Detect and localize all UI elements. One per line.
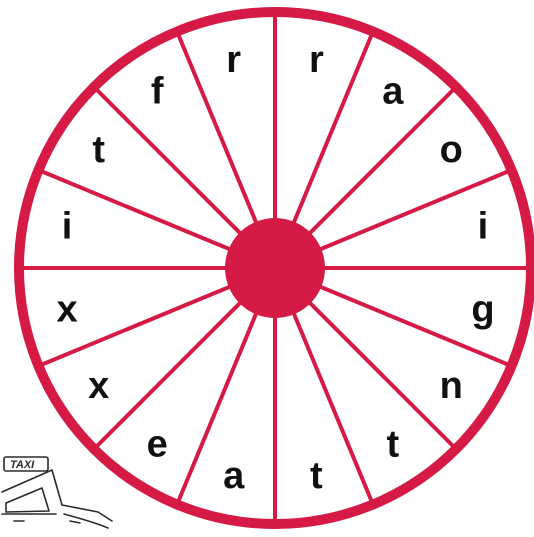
wheel-letter[interactable]: f	[151, 71, 164, 113]
wheel-spoke	[286, 296, 372, 505]
wheel-spoke	[177, 296, 263, 505]
wheel-letter[interactable]: r	[226, 39, 241, 81]
wheel-letter[interactable]: r	[309, 39, 324, 81]
wheel-spoke	[177, 31, 263, 240]
wheel-letter[interactable]: e	[147, 423, 168, 465]
wheel-letter[interactable]: n	[440, 365, 463, 407]
wheel-letter[interactable]: g	[471, 288, 494, 330]
wheel-letter[interactable]: t	[386, 423, 399, 465]
wheel-letter[interactable]: t	[92, 129, 105, 171]
wheel-spoke	[296, 289, 456, 449]
wheel-spoke	[94, 87, 254, 247]
taxi-icon: TAXI	[0, 457, 112, 537]
wheel-letter[interactable]: x	[88, 365, 109, 407]
wheel-letter[interactable]: i	[478, 206, 489, 248]
wheel-letter[interactable]: x	[57, 288, 78, 330]
wheel-letter[interactable]: t	[310, 455, 323, 497]
wheel-letter[interactable]: a	[382, 71, 404, 113]
wheel-letter[interactable]: a	[223, 455, 245, 497]
wheel-hub	[225, 218, 325, 318]
wheel-letter[interactable]: o	[440, 129, 463, 171]
wheel-spoke	[286, 31, 372, 240]
wheel-spoke	[94, 289, 254, 449]
taxi-sign-label: TAXI	[10, 459, 35, 471]
wheel-letter[interactable]: i	[62, 206, 73, 248]
wheel-spoke	[296, 87, 456, 247]
